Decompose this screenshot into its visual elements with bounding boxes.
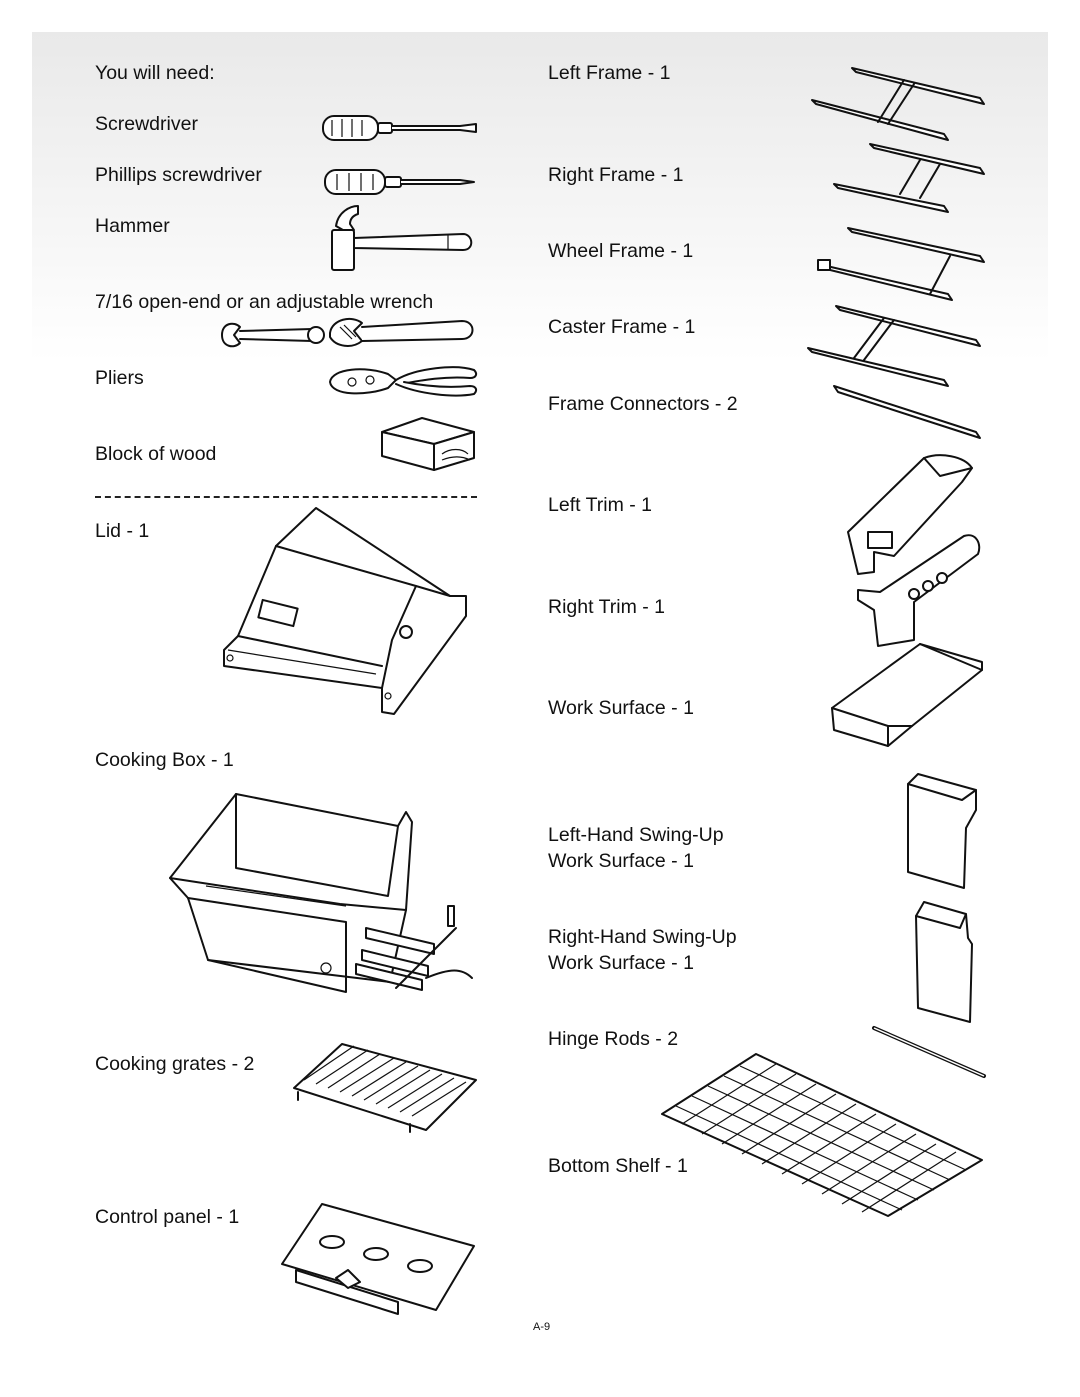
- part-label-right-swing-up-2: Work Surface - 1: [548, 952, 694, 974]
- tool-label-wrench: 7/16 open-end or an adjustable wrench: [95, 291, 434, 313]
- cooking-grates-icon: [293, 1043, 477, 1133]
- right-swing-up-icon: [915, 901, 973, 1023]
- part-label-bottom-shelf: Bottom Shelf - 1: [548, 1155, 688, 1177]
- part-label-right-trim: Right Trim - 1: [548, 596, 666, 618]
- part-label-cooking-grates: Cooking grates - 2: [95, 1053, 255, 1075]
- right-frame-icon: [833, 143, 985, 213]
- wheel-frame-icon: [817, 227, 985, 301]
- part-label-control-panel: Control panel - 1: [95, 1206, 240, 1228]
- part-label-left-frame: Left Frame - 1: [548, 62, 671, 84]
- wrench-icon: [221, 317, 474, 348]
- screwdriver-icon: [322, 115, 477, 141]
- control-panel-icon: [281, 1203, 475, 1315]
- left-frame-icon: [811, 67, 985, 141]
- tools-heading: You will need:: [95, 62, 215, 84]
- part-label-work-surface: Work Surface - 1: [548, 697, 694, 719]
- caster-frame-icon: [807, 305, 981, 387]
- tool-label-screwdriver: Screwdriver: [95, 113, 198, 135]
- part-label-right-frame: Right Frame - 1: [548, 164, 684, 186]
- tool-label-hammer: Hammer: [95, 215, 170, 237]
- section-divider: [95, 496, 477, 498]
- part-label-caster-frame: Caster Frame - 1: [548, 316, 696, 338]
- part-label-left-swing-up: Left-Hand Swing-Up: [548, 824, 724, 846]
- frame-connector-icon: [833, 385, 981, 439]
- part-label-cooking-box: Cooking Box - 1: [95, 749, 234, 771]
- right-trim-icon: [857, 534, 981, 647]
- pliers-icon: [329, 366, 478, 397]
- page-number: A-9: [533, 1321, 551, 1333]
- bottom-shelf-icon: [661, 1053, 983, 1217]
- left-trim-icon: [847, 454, 973, 575]
- phillips-screwdriver-icon: [324, 169, 475, 195]
- left-swing-up-icon: [907, 773, 977, 889]
- cooking-box-icon: [169, 793, 473, 993]
- tool-label-phillips: Phillips screwdriver: [95, 164, 262, 186]
- hinge-rod-icon: [872, 1026, 986, 1078]
- tool-label-pliers: Pliers: [95, 367, 144, 389]
- lid-icon: [223, 507, 467, 715]
- wood-block-icon: [381, 417, 475, 471]
- part-label-left-swing-up-2: Work Surface - 1: [548, 850, 694, 872]
- part-label-wheel-frame: Wheel Frame - 1: [548, 240, 694, 262]
- hammer-icon: [331, 205, 473, 271]
- work-surface-icon: [831, 643, 983, 747]
- part-label-left-trim: Left Trim - 1: [548, 494, 653, 516]
- tool-label-wood: Block of wood: [95, 443, 217, 465]
- part-label-hinge-rods: Hinge Rods - 2: [548, 1028, 679, 1050]
- part-label-lid: Lid - 1: [95, 520, 150, 542]
- part-label-right-swing-up: Right-Hand Swing-Up: [548, 926, 737, 948]
- part-label-frame-connectors: Frame Connectors - 2: [548, 393, 738, 415]
